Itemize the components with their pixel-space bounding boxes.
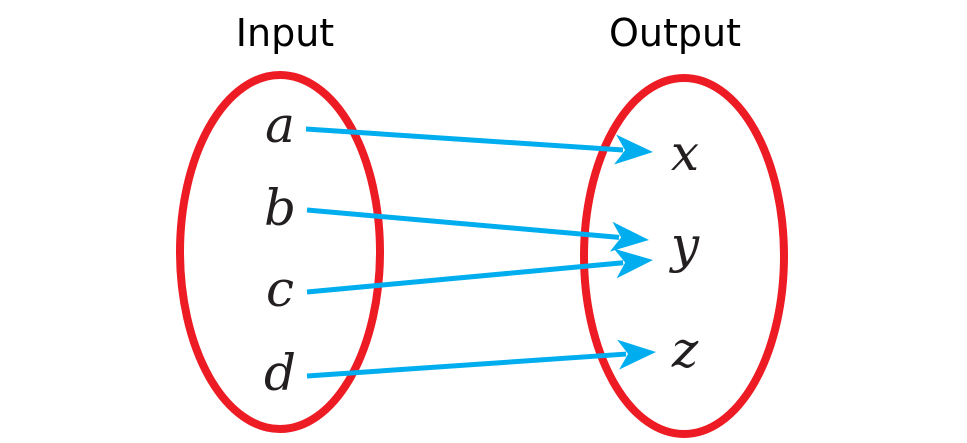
output-element-y: y [669, 216, 700, 274]
output-title: Output [609, 11, 741, 55]
arrowhead-a-to-x [614, 134, 653, 165]
input-set-ellipse [176, 71, 384, 433]
input-element-a: a [265, 96, 295, 154]
mapping-arrows [305, 126, 656, 379]
input-element-c: c [266, 260, 294, 318]
input-title: Input [236, 11, 334, 55]
input-element-d: d [264, 344, 296, 402]
arrowhead-b-to-y [609, 221, 649, 252]
arrow-a-to-x [305, 126, 624, 153]
output-element-z: z [671, 321, 699, 379]
arrow-c-to-y [306, 260, 624, 295]
input-element-b: b [264, 179, 296, 237]
arrow-d-to-z [306, 351, 627, 379]
arrowhead-d-to-z [617, 339, 656, 370]
output-element-x: x [671, 124, 699, 182]
output-elements: xyz [669, 124, 700, 379]
output-set-ellipse [580, 74, 788, 438]
arrow-b-to-y [306, 207, 620, 240]
arrowhead-c-to-y [613, 248, 653, 279]
